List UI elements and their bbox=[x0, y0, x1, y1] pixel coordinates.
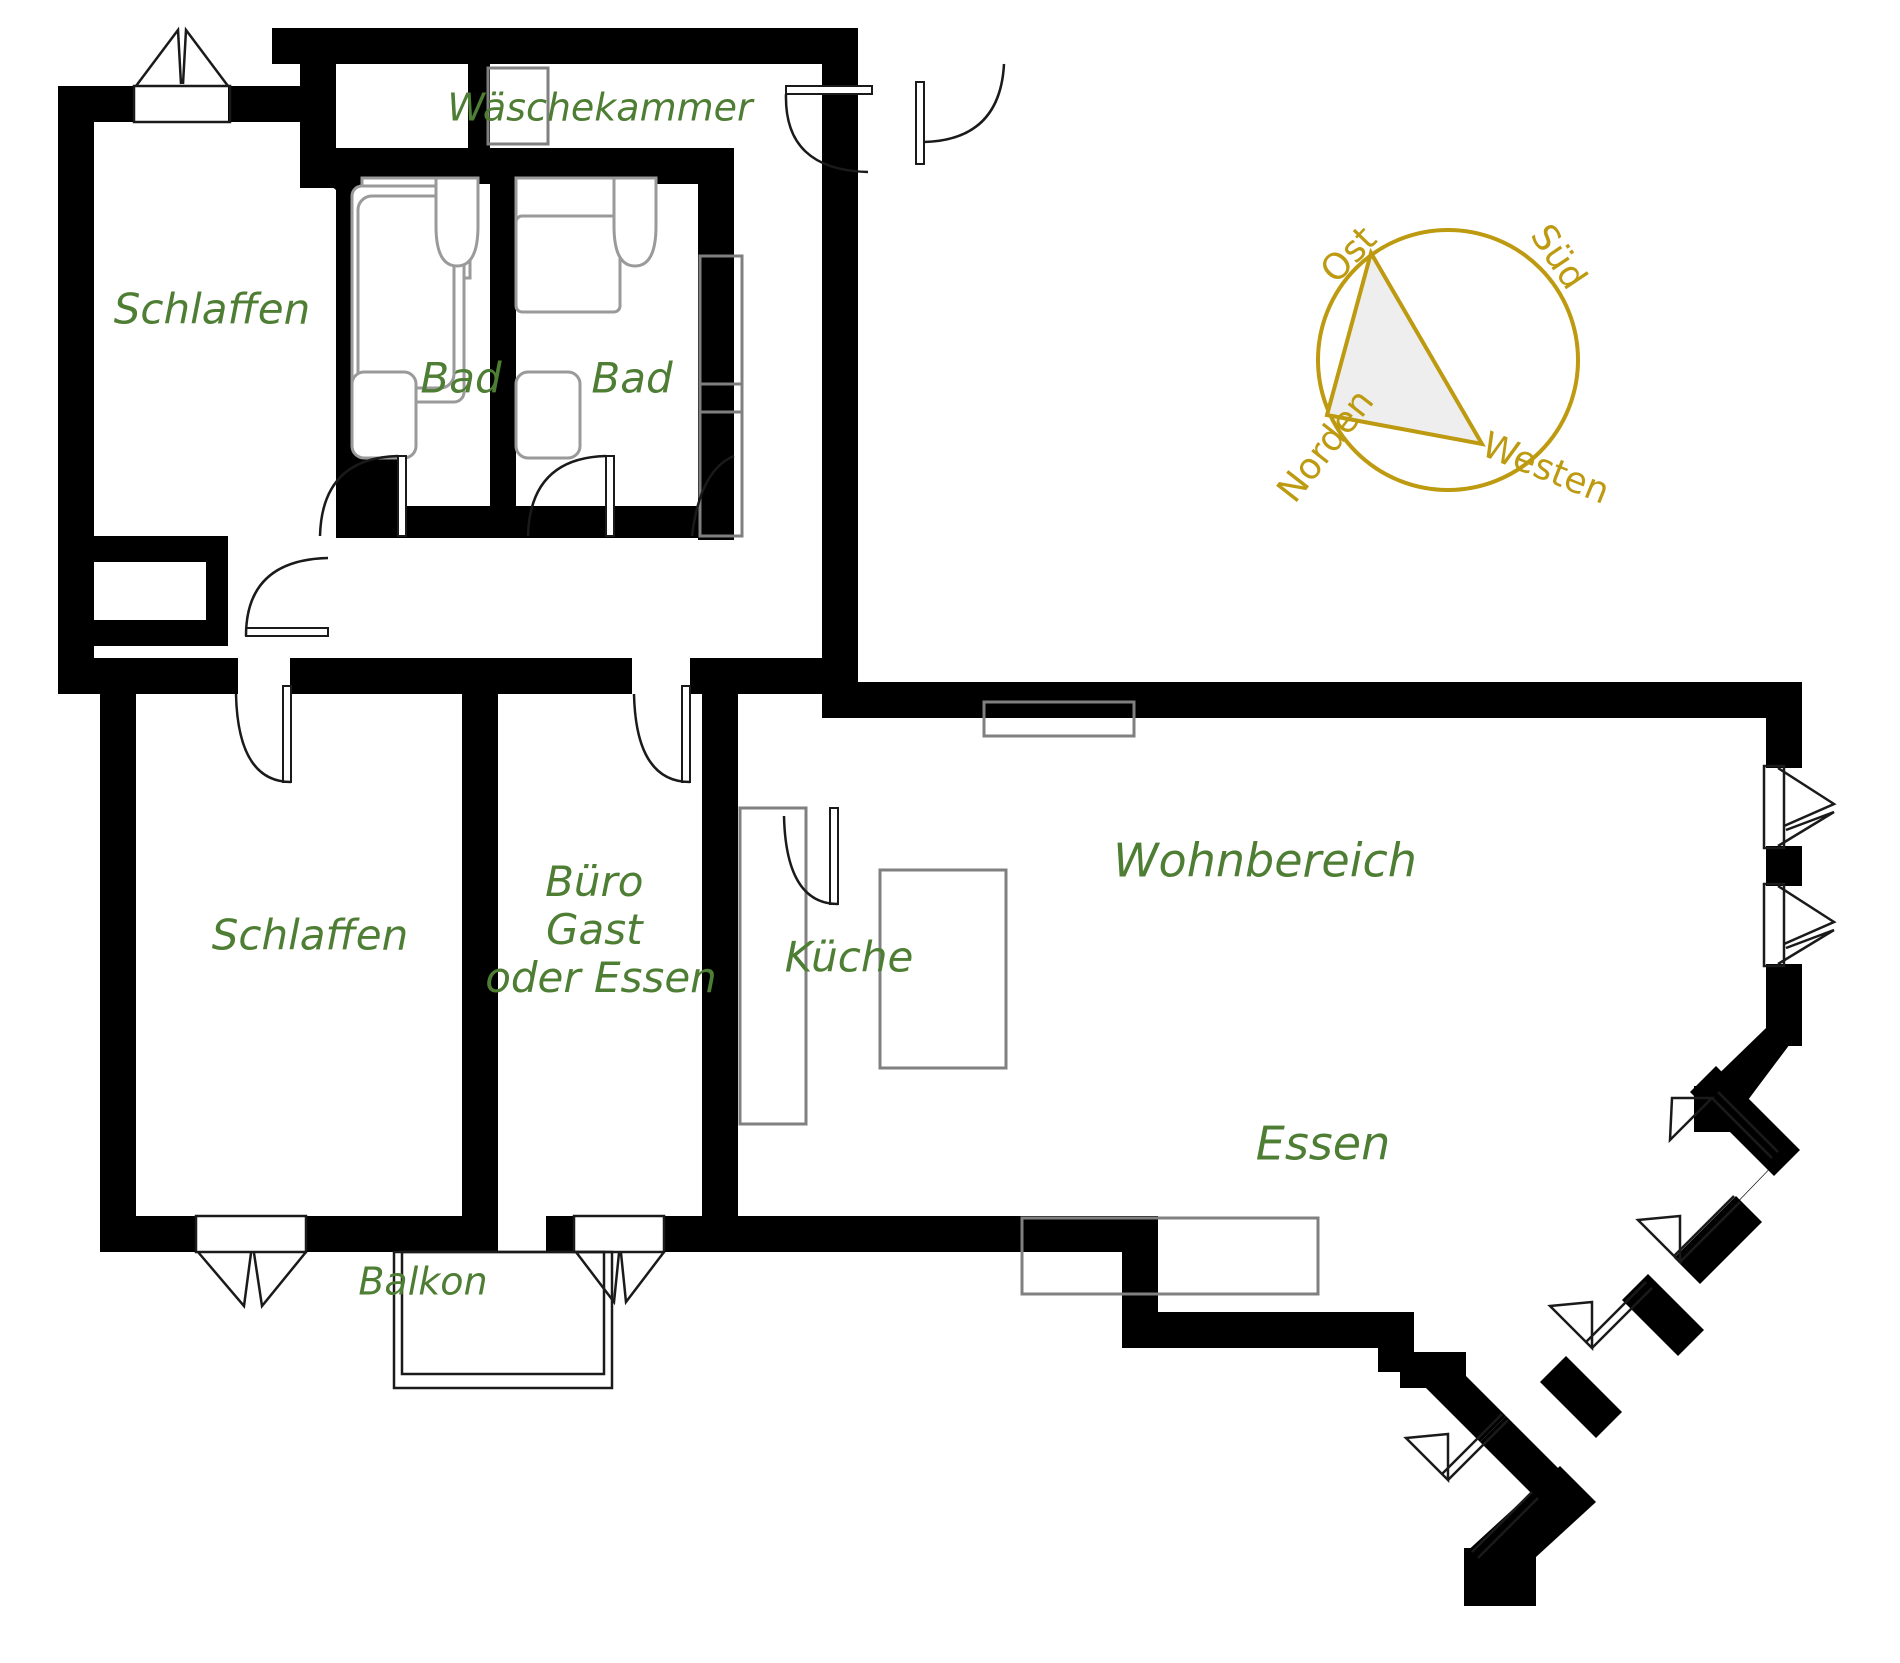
window-group bbox=[132, 26, 1837, 1390]
door-bad-right bbox=[526, 454, 615, 537]
room-label-buero-gast-essen: Büro Gast oder Essen bbox=[485, 857, 717, 1002]
door-bad-left bbox=[318, 454, 407, 537]
compass-label-sued: Süd bbox=[1522, 217, 1594, 297]
compass-label-westen: Westen bbox=[1476, 425, 1615, 513]
window-swing-buero bbox=[575, 1251, 665, 1306]
room-label-schlaffen-top: Schlaffen bbox=[114, 285, 311, 334]
room-label-line-3: oder Essen bbox=[485, 953, 717, 1002]
toilet-right bbox=[612, 176, 658, 268]
door-kueche bbox=[782, 807, 839, 906]
room-label-bad-left: Bad bbox=[420, 354, 502, 403]
room-label-line-2: Gast bbox=[546, 905, 644, 954]
toilet-left bbox=[434, 176, 480, 268]
room-label-group: Schlaffen Wäschekammer Bad Bad Schlaffen… bbox=[114, 86, 1417, 1304]
door-schlaffen-bottom bbox=[234, 685, 292, 784]
compass-sun-triangle bbox=[1324, 247, 1486, 447]
compass-rose: Ost Süd Norden Westen bbox=[1269, 217, 1615, 512]
room-label-balkon: Balkon bbox=[358, 1260, 487, 1304]
door-entry bbox=[915, 63, 1006, 165]
bay-window-group bbox=[1403, 1091, 1779, 1559]
room-label-bad-right: Bad bbox=[591, 354, 673, 403]
door-buero bbox=[632, 685, 691, 784]
window-swing-top-left bbox=[135, 26, 229, 87]
window-swing-east-upper bbox=[1777, 766, 1837, 848]
window-swing-balcony-left bbox=[197, 1251, 307, 1309]
fixture-group bbox=[350, 176, 1008, 1126]
room-label-waeschekammer: Wäschekammer bbox=[447, 86, 755, 130]
room-label-line-1: Büro bbox=[545, 857, 643, 906]
window-swing-east-lower bbox=[1777, 884, 1837, 966]
door-group bbox=[234, 63, 1006, 906]
kitchen-tall-unit bbox=[738, 806, 808, 1126]
door-schlaffen-top bbox=[244, 556, 329, 637]
room-label-kueche: Küche bbox=[785, 933, 914, 982]
kitchen-island bbox=[878, 868, 1008, 1070]
room-label-wohnbereich: Wohnbereich bbox=[1113, 834, 1417, 888]
door-hall-right bbox=[690, 454, 735, 537]
door-waeschekammer bbox=[784, 85, 873, 174]
wall-group bbox=[58, 28, 1802, 1606]
sink-right bbox=[514, 370, 582, 460]
room-label-essen: Essen bbox=[1256, 1117, 1390, 1171]
room-label-schlaffen-bottom: Schlaffen bbox=[212, 911, 409, 960]
compass-circle bbox=[1316, 228, 1580, 492]
shower-right bbox=[514, 214, 622, 314]
sink-left bbox=[350, 370, 418, 460]
